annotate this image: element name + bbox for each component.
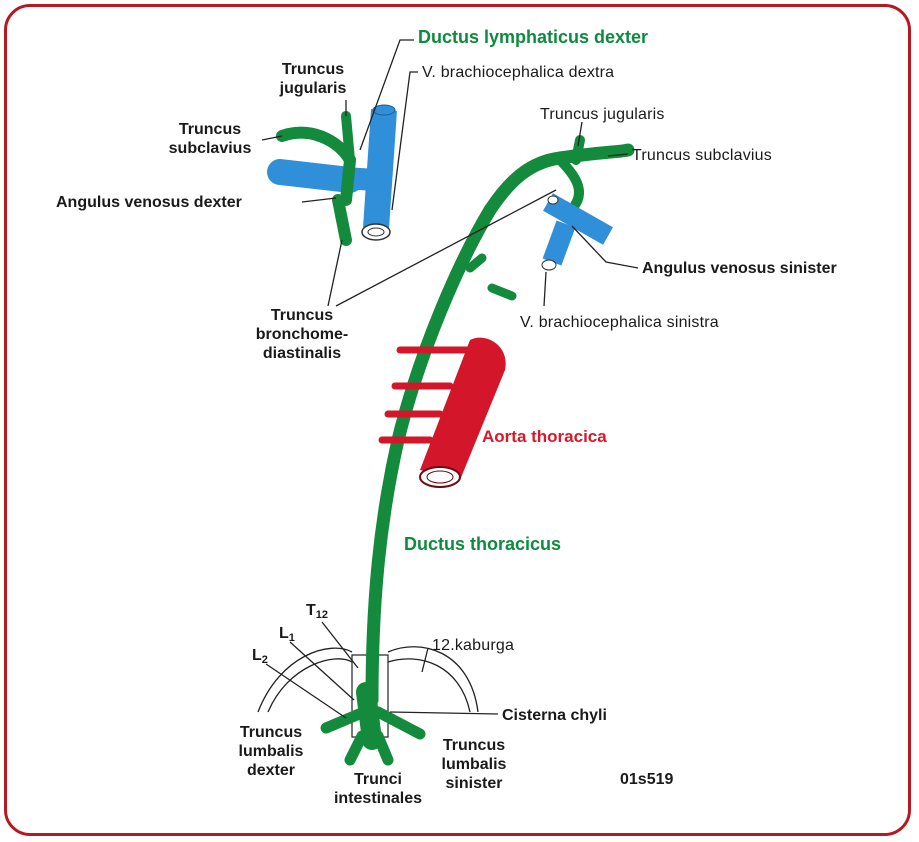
label-l2: L2 xyxy=(252,646,268,670)
label-truncus-jugularis-right: Truncus jugularis xyxy=(268,60,358,98)
aorta-thoracica-shape xyxy=(382,338,506,487)
angulus-venosus-sinister-shape xyxy=(542,196,608,270)
label-angulus-venosus-dexter: Angulus venosus dexter xyxy=(56,193,242,212)
label-truncus-jugularis-left: Truncus jugularis xyxy=(540,105,665,124)
label-line: lumbalis xyxy=(424,755,524,774)
label-12-kaburga: 12.kaburga xyxy=(432,636,514,655)
label-truncus-subclavius-left: Truncus subclavius xyxy=(632,146,772,165)
label-line: Truncus xyxy=(160,120,260,139)
label-line: sinister xyxy=(424,774,524,793)
label-ductus-thoracicus: Ductus thoracicus xyxy=(404,535,561,554)
figure-code: 01s519 xyxy=(620,770,673,789)
label-line: subclavius xyxy=(160,139,260,158)
label-l1-sub: 1 xyxy=(289,632,295,644)
angulus-venosus-dexter-shape xyxy=(280,105,395,240)
label-line: intestinales xyxy=(318,789,438,808)
label-v-brachiocephalica-sinistra: V. brachiocephalica sinistra xyxy=(520,313,719,332)
label-line: Truncus xyxy=(226,723,316,742)
label-t12: T12 xyxy=(306,601,328,625)
label-truncus-subclavius-right: Truncus subclavius xyxy=(160,120,260,158)
label-l1: L1 xyxy=(279,624,295,648)
label-t12-sub: 12 xyxy=(316,609,328,621)
label-aorta-thoracica: Aorta thoracica xyxy=(482,427,607,446)
label-line: Truncus xyxy=(268,60,358,79)
label-l2-letter: L xyxy=(252,647,262,664)
label-angulus-venosus-sinister: Angulus venosus sinister xyxy=(642,259,837,278)
label-line: diastinalis xyxy=(252,344,352,363)
label-ductus-lymphaticus-dexter: Ductus lymphaticus dexter xyxy=(418,28,648,47)
label-line: Truncus xyxy=(424,736,524,755)
label-truncus-lumbalis-sinister: Truncus lumbalis sinister xyxy=(424,736,524,793)
label-line: Trunci xyxy=(318,770,438,789)
label-t12-letter: T xyxy=(306,602,316,619)
label-l2-sub: 2 xyxy=(262,654,268,666)
label-line: Truncus xyxy=(252,306,352,325)
label-l1-letter: L xyxy=(279,625,289,642)
label-v-brachiocephalica-dextra: V. brachiocephalica dextra xyxy=(422,63,614,82)
label-line: bronchome- xyxy=(252,325,352,344)
label-truncus-lumbalis-dexter: Truncus lumbalis dexter xyxy=(226,723,316,780)
label-line: jugularis xyxy=(268,79,358,98)
label-trunci-intestinales: Trunci intestinales xyxy=(318,770,438,808)
label-line: lumbalis xyxy=(226,742,316,761)
label-line: dexter xyxy=(226,761,316,780)
label-cisterna-chyli: Cisterna chyli xyxy=(502,706,607,725)
label-truncus-bronchomediastinalis: Truncus bronchome- diastinalis xyxy=(252,306,352,363)
